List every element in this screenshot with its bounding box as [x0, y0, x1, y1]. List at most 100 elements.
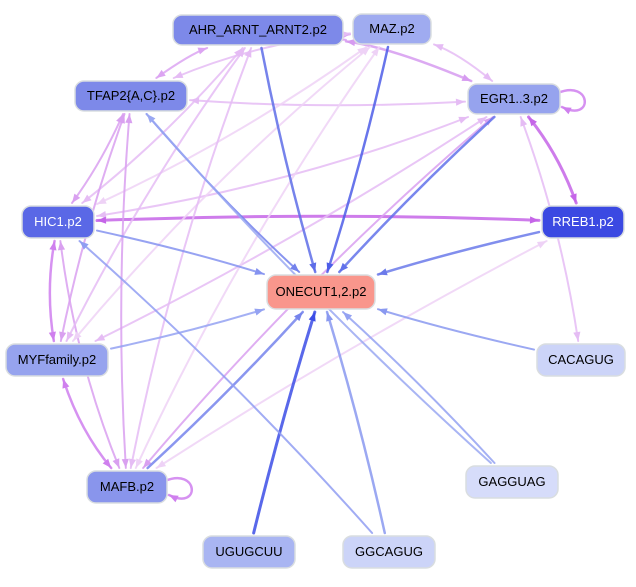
- edge-arrowhead: [79, 241, 89, 250]
- graph-node-onecut[interactable]: ONECUT1,2.p2: [266, 274, 376, 310]
- node-box: [342, 535, 436, 569]
- edge-path[interactable]: [81, 47, 244, 204]
- edge-arrowhead: [156, 460, 167, 468]
- edge-path[interactable]: [377, 308, 535, 351]
- edge-path[interactable]: [325, 310, 387, 535]
- graph-node-ugugcuu[interactable]: UGUGCUU: [202, 535, 296, 569]
- edge-path[interactable]: [338, 115, 496, 274]
- edge-path[interactable]: [61, 377, 113, 470]
- edge-arrowhead: [97, 211, 107, 219]
- edge-path[interactable]: [65, 47, 246, 342]
- graph-edge-egr-onecut: [338, 115, 496, 274]
- edge-path[interactable]: [95, 214, 541, 223]
- edge-path[interactable]: [70, 113, 125, 204]
- edge-path[interactable]: [129, 47, 253, 469]
- edge-arrowhead: [477, 117, 487, 125]
- node-box: [352, 13, 432, 45]
- edge-arrowhead: [156, 69, 166, 78]
- edge-path[interactable]: [252, 310, 317, 535]
- graph-node-ggcagug[interactable]: GGCAGUG: [342, 535, 436, 569]
- edge-arrowhead: [143, 458, 152, 468]
- edge-arrowhead: [66, 331, 74, 341]
- edge-arrowhead: [371, 47, 380, 57]
- edge-path[interactable]: [94, 116, 488, 342]
- graph-node-maz[interactable]: MAZ.p2: [352, 13, 432, 45]
- graph-node-rreb1[interactable]: RREB1.p2: [541, 205, 625, 239]
- edge-arrowhead: [97, 216, 107, 224]
- edge-arrowhead: [294, 312, 303, 322]
- edge-path[interactable]: [71, 46, 372, 342]
- node-box: [266, 274, 376, 310]
- graph-edge-myf-mafb: [61, 377, 113, 470]
- graph-node-mafb[interactable]: MAFB.p2: [86, 470, 168, 504]
- edge-arrowhead: [173, 71, 184, 78]
- edge-arrowhead: [326, 312, 334, 322]
- edge-path[interactable]: [189, 99, 466, 107]
- edge-arrowhead: [458, 116, 469, 124]
- edge-arrowhead: [169, 495, 179, 503]
- edge-path[interactable]: [96, 229, 265, 276]
- edge-path[interactable]: [110, 308, 265, 350]
- edge-path[interactable]: [120, 113, 131, 469]
- edge-arrowhead: [95, 333, 106, 341]
- edge-path[interactable]: [48, 239, 56, 343]
- graph-edge-mafb-tfap2: [120, 113, 133, 469]
- edge-arrowhead: [82, 194, 92, 203]
- edge-arrowhead: [236, 48, 245, 58]
- edge-arrowhead: [97, 197, 107, 205]
- edge-path[interactable]: [260, 46, 317, 274]
- graph-edge-gagguag-onecut: [341, 311, 496, 464]
- edge-arrowhead: [112, 458, 120, 468]
- edge-arrowhead: [360, 47, 371, 56]
- edge-arrowhead: [461, 74, 472, 81]
- edge-arrowhead: [536, 241, 547, 249]
- edge-arrowhead: [573, 331, 581, 341]
- edge-arrowhead: [562, 107, 572, 115]
- edge-arrowhead: [102, 458, 112, 468]
- graph-node-ahr[interactable]: AHR_ARNT_ARNT2.p2: [172, 14, 344, 46]
- graph-edge-maz-onecut: [326, 45, 390, 274]
- graph-edge-ggcagug-hic1: [78, 240, 374, 534]
- edge-path[interactable]: [341, 311, 496, 464]
- edge-path[interactable]: [134, 46, 381, 469]
- edge-path[interactable]: [96, 116, 470, 217]
- node-box: [86, 470, 168, 504]
- graph-node-gagguag[interactable]: GAGGUAG: [465, 465, 559, 499]
- edge-arrowhead: [309, 262, 317, 272]
- edge-path[interactable]: [527, 115, 578, 205]
- node-box: [541, 205, 625, 239]
- graph-edge-mafb-mafb: [163, 477, 193, 503]
- edge-path[interactable]: [163, 477, 193, 500]
- edge-arrowhead: [569, 193, 577, 203]
- edge-arrowhead: [290, 263, 300, 272]
- edge-path[interactable]: [96, 46, 368, 206]
- edge-path[interactable]: [376, 230, 541, 276]
- graph-node-cacagug[interactable]: CACAGUG: [536, 343, 626, 377]
- edge-path[interactable]: [155, 240, 548, 469]
- graph-edge-myf-egr: [94, 116, 488, 342]
- edge-arrowhead: [49, 241, 57, 251]
- graph-node-egr[interactable]: EGR1..3.p2: [467, 83, 561, 115]
- graph-edge-myf-maz: [71, 46, 372, 342]
- node-box: [202, 535, 296, 569]
- graph-node-tfap2[interactable]: TFAP2{A,C}.p2: [74, 80, 188, 112]
- edge-arrowhead: [244, 48, 252, 58]
- edge-arrowhead: [378, 308, 388, 316]
- edge-arrowhead: [146, 114, 156, 124]
- graph-edge-ahr-onecut: [260, 46, 317, 274]
- edge-path[interactable]: [344, 40, 473, 83]
- graph-node-myf[interactable]: MYFfamily.p2: [5, 343, 109, 377]
- node-box: [5, 343, 109, 377]
- edge-path[interactable]: [326, 45, 390, 274]
- node-box: [74, 80, 188, 112]
- graph-node-hic1[interactable]: HIC1.p2: [21, 205, 95, 239]
- edge-path[interactable]: [433, 43, 494, 82]
- edge-arrowhead: [125, 114, 133, 124]
- graph-edge-ahr-egr: [344, 38, 473, 83]
- edge-arrowhead: [528, 117, 538, 127]
- edge-path[interactable]: [556, 89, 586, 112]
- graph-edge-ugugcuu-onecut: [252, 310, 317, 535]
- edge-path[interactable]: [78, 240, 374, 534]
- edge-path[interactable]: [146, 310, 305, 470]
